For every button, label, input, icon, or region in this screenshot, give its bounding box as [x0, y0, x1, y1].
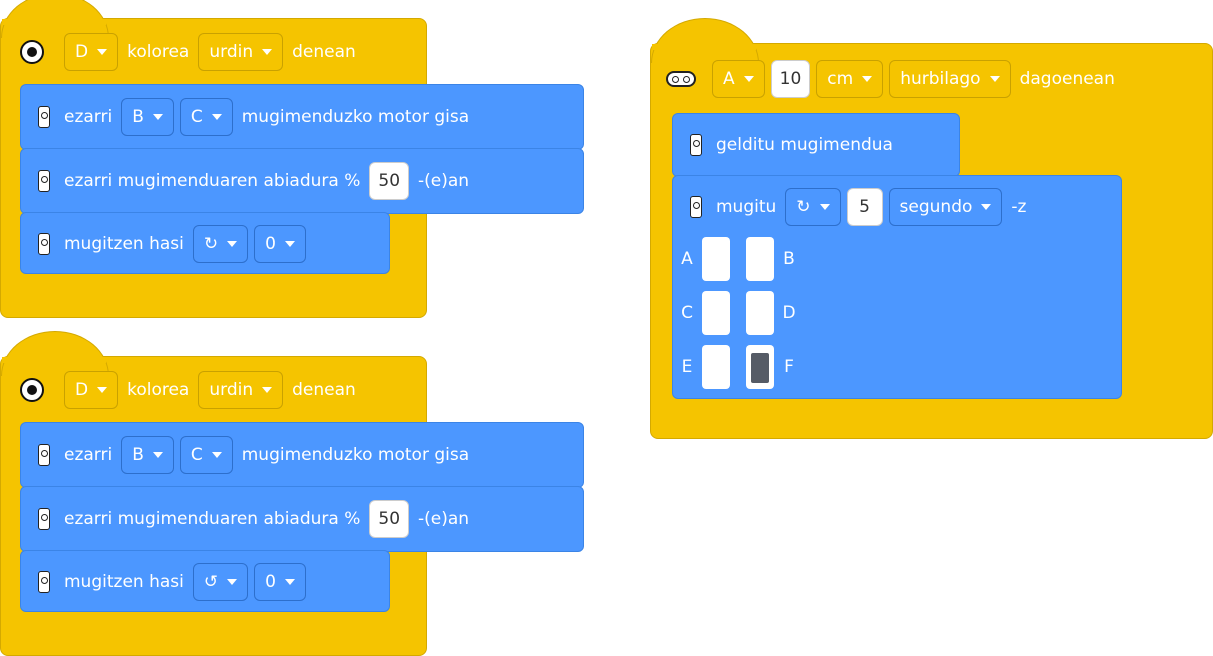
motor-icon [38, 233, 50, 255]
block-label: ezarri mugimenduaren abiadura % [64, 171, 361, 191]
motor-cell-f[interactable] [746, 345, 774, 389]
speed-input[interactable]: 50 [369, 500, 410, 538]
motor-icon [38, 444, 50, 466]
chevron-down-icon [989, 76, 1000, 82]
color-dropdown[interactable]: urdin [198, 371, 284, 409]
port-dropdown[interactable]: A [712, 60, 765, 98]
hat-label: dagoenean [1019, 69, 1115, 89]
motor-cell-d[interactable] [746, 291, 774, 335]
motor-icon [690, 134, 702, 156]
chevron-down-icon [211, 452, 222, 458]
motor-icon [690, 196, 702, 218]
unit-dropdown[interactable]: segundo [888, 188, 1003, 226]
hat-label: kolorea [127, 380, 190, 400]
hat-label: kolorea [127, 42, 190, 62]
motor-icon [38, 170, 50, 192]
chevron-down-icon [284, 241, 295, 247]
motor-grid-row: C D [680, 291, 796, 335]
block-label: gelditu mugimendua [716, 135, 893, 155]
set-speed-block[interactable] [20, 148, 584, 214]
speed-input[interactable]: 50 [369, 162, 410, 200]
distance-sensor-icon [666, 71, 696, 87]
chevron-down-icon [152, 452, 163, 458]
grid-label: A [681, 249, 693, 269]
motor-grid-row: A B [680, 237, 796, 281]
block-label-2: -(e)an [418, 171, 470, 191]
chevron-down-icon [211, 114, 222, 120]
clockwise-icon: ↻ [203, 234, 219, 254]
block-label: ezarri [64, 107, 113, 127]
grid-label: B [783, 249, 795, 269]
grid-label: E [681, 357, 693, 377]
motor-cell-b[interactable] [746, 237, 774, 281]
duration-input[interactable]: 5 [846, 188, 883, 226]
block-label-2: -(e)an [418, 509, 470, 529]
motor-grid-row: E F [680, 345, 796, 389]
color-sensor-icon [20, 378, 44, 402]
color-sensor-icon [20, 40, 44, 64]
port-dropdown-2[interactable]: C [179, 436, 233, 474]
motor-icon [38, 508, 50, 530]
steer-dropdown[interactable]: 0 [254, 563, 306, 601]
chevron-down-icon [743, 76, 754, 82]
direction-dropdown[interactable]: ↻ [192, 225, 249, 263]
block-label: mugitu [716, 197, 777, 217]
color-dropdown[interactable]: urdin [198, 33, 284, 71]
chevron-down-icon [152, 114, 163, 120]
port-dropdown-2[interactable]: C [179, 98, 233, 136]
chevron-down-icon [97, 49, 108, 55]
direction-dropdown[interactable]: ↺ [192, 563, 249, 601]
block-label-2: -z [1011, 197, 1027, 217]
comparison-dropdown[interactable]: hurbilago [889, 60, 1011, 98]
grid-label: C [681, 303, 693, 323]
port-dropdown[interactable]: D [64, 33, 119, 71]
chevron-down-icon [262, 49, 273, 55]
chevron-down-icon [227, 579, 238, 585]
block-label-2: mugimenduzko motor gisa [241, 445, 470, 465]
chevron-down-icon [981, 204, 992, 210]
block-label: ezarri [64, 445, 113, 465]
direction-dropdown[interactable]: ↻ [785, 188, 841, 226]
motor-cell-e[interactable] [702, 345, 730, 389]
steer-dropdown[interactable]: 0 [254, 225, 306, 263]
motor-icon [38, 571, 50, 593]
chevron-down-icon [227, 241, 238, 247]
distance-input[interactable]: 10 [770, 60, 811, 98]
block-label: mugitzen hasi [64, 234, 184, 254]
chevron-down-icon [262, 387, 273, 393]
grid-label: F [784, 357, 794, 377]
chevron-down-icon [284, 579, 295, 585]
motor-cell-a[interactable] [702, 237, 730, 281]
block-label-2: mugimenduzko motor gisa [241, 107, 470, 127]
grid-label: D [782, 303, 796, 323]
chevron-down-icon [97, 387, 108, 393]
port-dropdown[interactable]: D [64, 371, 119, 409]
port-dropdown[interactable]: B [121, 436, 174, 474]
hat-label-2: denean [292, 42, 356, 62]
clockwise-icon: ↻ [796, 197, 811, 217]
chevron-down-icon [862, 76, 873, 82]
hat-label-2: denean [292, 380, 356, 400]
block-label: ezarri mugimenduaren abiadura % [64, 509, 361, 529]
block-label: mugitzen hasi [64, 572, 184, 592]
motor-cell-c[interactable] [702, 291, 730, 335]
counterclockwise-icon: ↺ [203, 572, 219, 592]
chevron-down-icon [819, 204, 830, 210]
set-motors-block[interactable] [20, 84, 584, 150]
unit-dropdown[interactable]: cm [816, 60, 884, 98]
port-dropdown[interactable]: B [121, 98, 174, 136]
motor-icon [38, 106, 50, 128]
